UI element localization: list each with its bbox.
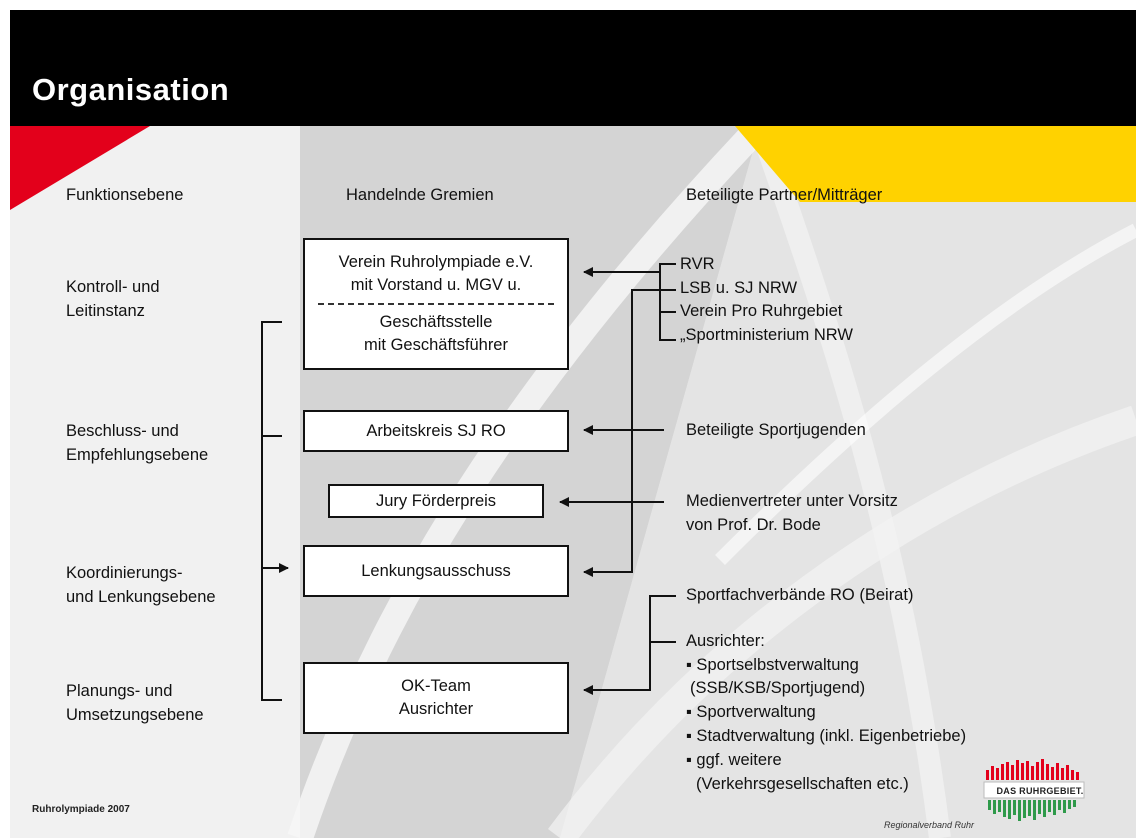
box-lenkungsausschuss-label: Lenkungsausschuss [361,561,511,580]
ausrichter-item-4-line2: (Verkehrsgesellschaften etc.) [696,775,909,793]
box-verein: Verein Ruhrolympiade e.V. mit Vorstand u… [303,238,569,370]
ruhrgebiet-logo-icon [983,759,1085,821]
partner-ausrichter: Ausrichter: [686,632,765,650]
page-title: Organisation [32,72,230,107]
ausrichter-item-4-line1: ▪ ggf. weitere [686,751,782,769]
box-jury-label: Jury Förderpreis [375,491,497,510]
level-plan-line2: Umsetzungsebene [66,706,204,724]
ausrichter-item-2: ▪ Sportverwaltung [686,703,816,721]
column-heading-partners: Beteiligte Partner/Mitträger [686,186,882,205]
box-okteam-line1: OK-Team [401,677,471,695]
partner-pro-ruhr: Verein Pro Ruhrgebiet [680,302,843,320]
ausrichter-item-3: ▪ Stadtverwaltung (inkl. Eigenbetriebe) [686,727,967,745]
box-verein-line2: mit Vorstand u. MGV u. [350,276,522,294]
partner-fachverbaende: Sportfachverbände RO (Beirat) [686,586,914,604]
level-coord-line1: Koordinierungs- [66,564,183,582]
box-verein-line1: Verein Ruhrolympiade e.V. [338,253,534,271]
level-plan-line1: Planungs- und [66,682,173,700]
box-verein-line4: mit Geschäftsführer [364,336,508,354]
yellow-accent [735,126,1136,202]
partner-medien-line1: Medienvertreter unter Vorsitz [686,492,898,510]
ausrichter-item-1-line2: (SSB/KSB/Sportjugend) [690,679,866,697]
box-arbeitskreis: Arbeitskreis SJ RO [303,410,569,452]
partner-lsb: LSB u. SJ NRW [680,279,798,297]
column-heading-partners-prefix: Beteiligte [686,186,759,204]
partner-sportministerium: „Sportministerium NRW [680,326,853,344]
level-coord-line2: und Lenkungsebene [66,588,216,606]
level-control-line2: Leitinstanz [66,302,145,320]
box-verein-line3: Geschäftsstelle [379,313,493,331]
logo-text: DAS RUHRGEBIET. [996,786,1084,796]
partner-medien-line2: von Prof. Dr. Bode [686,516,821,534]
box-okteam: OK-Team Ausrichter [303,662,569,734]
box-okteam-line2: Ausrichter [398,700,474,718]
partner-rvr: RVR [680,255,715,273]
column-heading-partners-highlight: Partner/Mitträger [758,186,883,204]
title-bar [10,10,1136,126]
dashed-divider [318,303,554,305]
box-jury: Jury Förderpreis [328,484,544,518]
logo-subtitle: Regionalverband Ruhr [884,820,975,830]
box-arbeitskreis-label: Arbeitskreis SJ RO [366,421,506,440]
footer-text: Ruhrolympiade 2007 [32,804,130,815]
level-decision-line2: Empfehlungsebene [66,446,209,464]
level-control-line1: Kontroll- und [66,278,160,296]
ausrichter-item-1-line1: ▪ Sportselbstverwaltung [686,656,859,674]
box-lenkungsausschuss: Lenkungsausschuss [303,545,569,597]
level-decision-line1: Beschluss- und [66,422,179,440]
column-heading-level: Funktionsebene [66,186,184,204]
column-heading-bodies: Handelnde Gremien [346,186,494,204]
partner-sportjugenden: Beteiligte Sportjugenden [686,421,866,439]
red-accent [10,126,150,210]
